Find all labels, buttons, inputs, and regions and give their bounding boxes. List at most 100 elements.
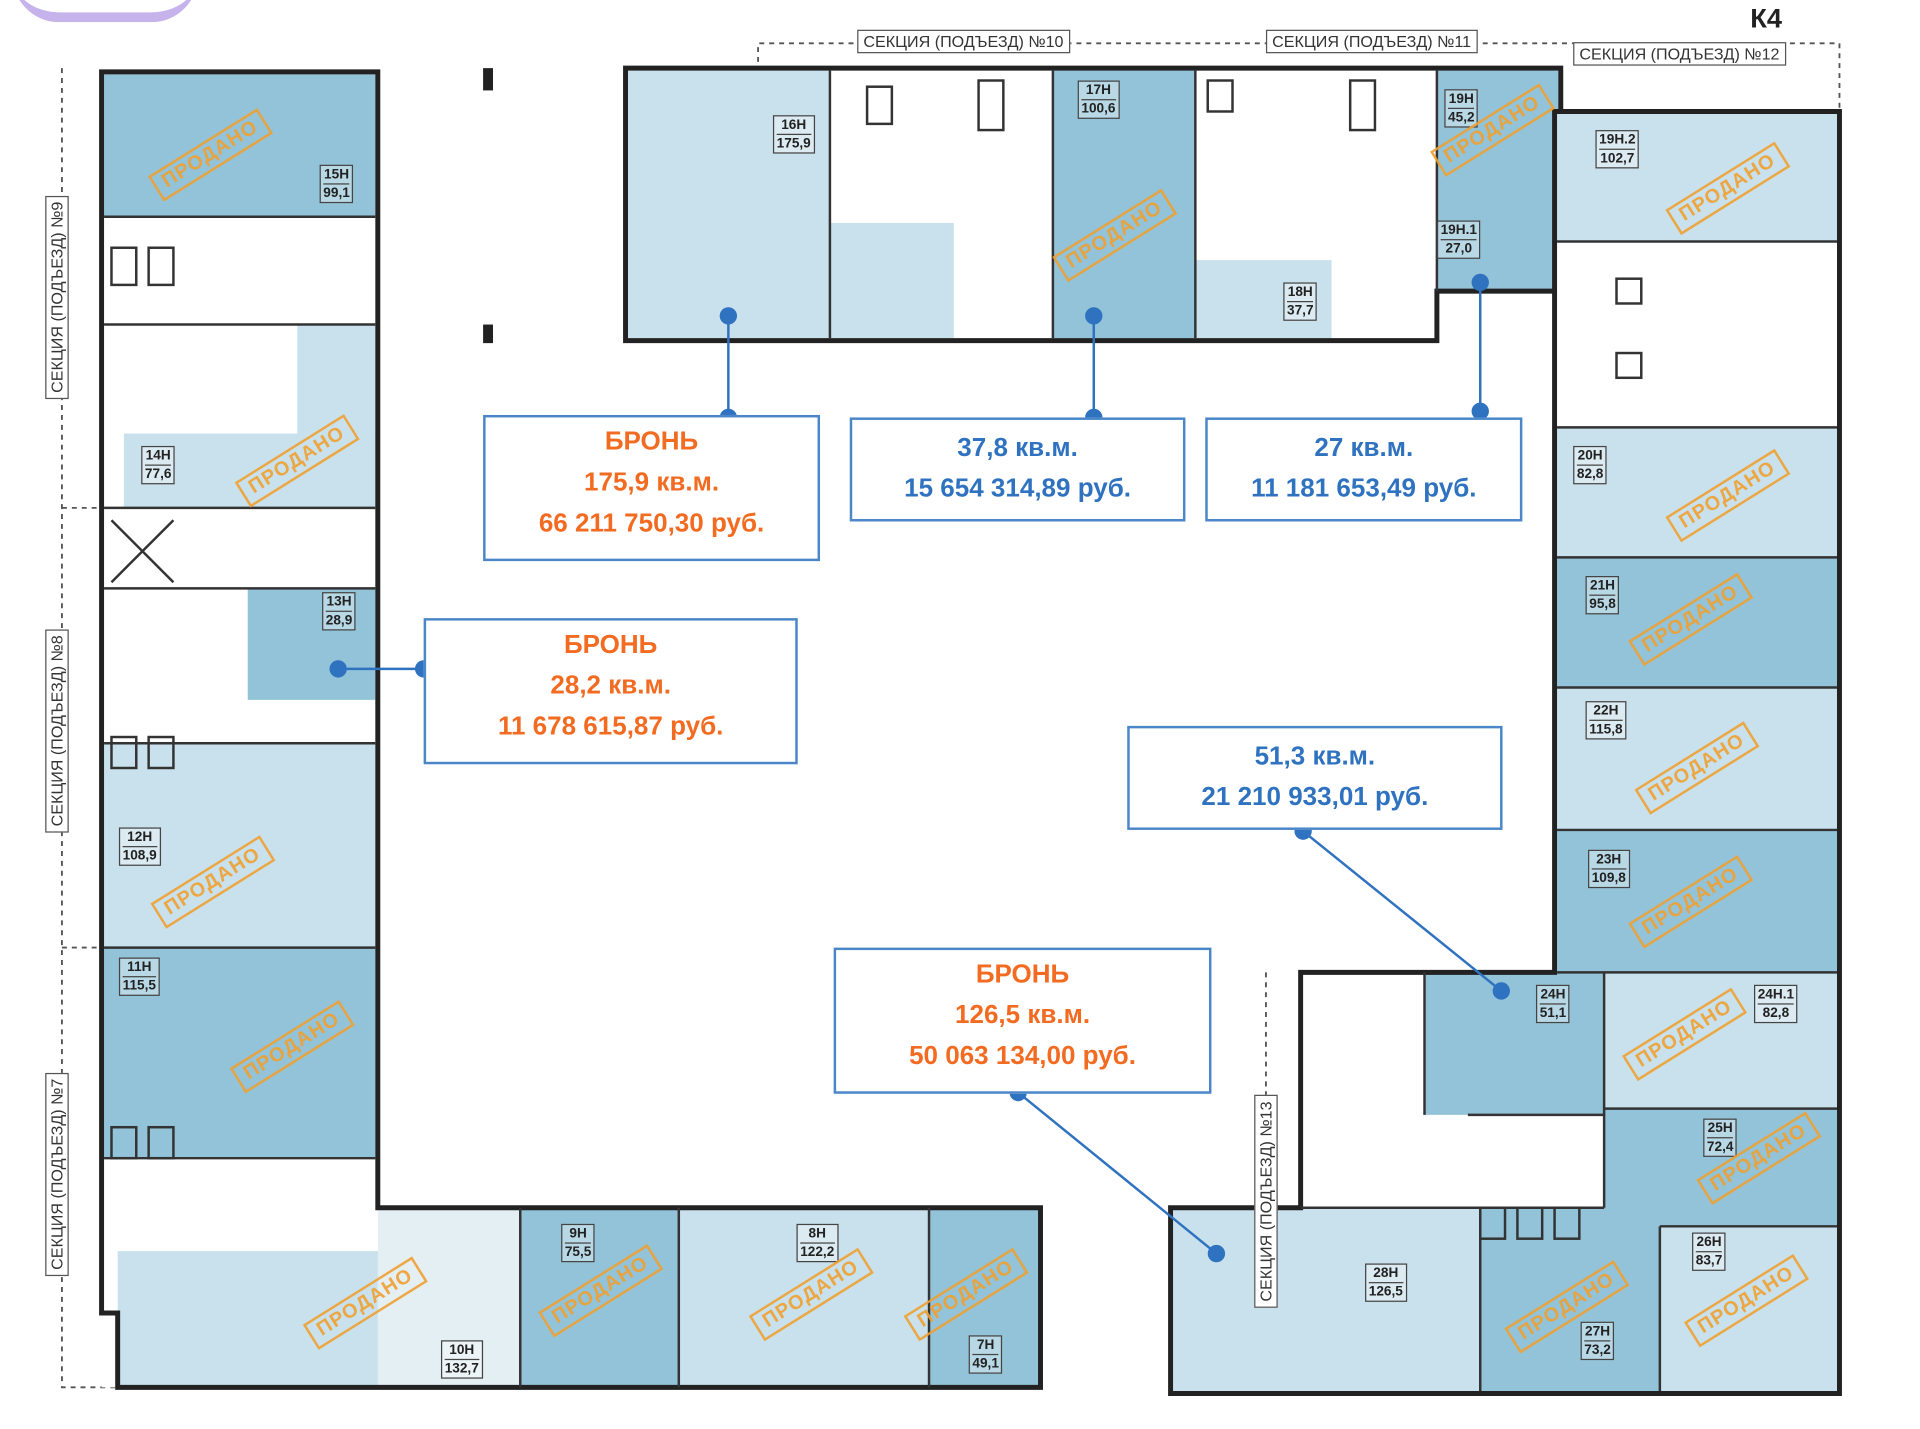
callout-price: 50 063 134,00 руб. (909, 1041, 1136, 1071)
connector-line (1302, 830, 1503, 992)
unit-number: 7Н (976, 1337, 995, 1353)
callout-area: 27 кв.м. (1314, 433, 1414, 463)
unit-number: 20Н (1577, 448, 1603, 464)
callout-reserved-13n[interactable]: БРОНЬ 28,2 кв.м. 11 678 615,87 руб. (423, 618, 798, 765)
unit-number: 11Н (127, 959, 152, 975)
unit-area: 102,7 (1599, 148, 1636, 168)
callout-area: 37,8 кв.м. (957, 433, 1078, 463)
section-label-9: СЕКЦИЯ (ПОДЪЕЗД) №9 (45, 195, 69, 400)
callout-price: 21 210 933,01 руб. (1201, 782, 1429, 812)
unit-number: 26Н (1696, 1234, 1722, 1250)
callout-price: 15 654 314,89 руб. (904, 474, 1132, 503)
unit-area: 49,1 (972, 1353, 999, 1373)
unit-number: 24Н.1 (1757, 987, 1795, 1003)
unit-area: 175,9 (776, 133, 811, 153)
callout-area: 51,3 кв.м. (1254, 741, 1376, 771)
section-label-10: СЕКЦИЯ (ПОДЪЕЗД) №10 (857, 29, 1070, 54)
unit-number: 8Н (808, 1226, 826, 1242)
unit-number: 19Н (1448, 91, 1474, 107)
unit-number: 16Н (781, 117, 807, 133)
unit-number: 13Н (326, 594, 352, 610)
unit-number: 28Н (1373, 1265, 1399, 1281)
connector-dot (1471, 402, 1489, 420)
unit-area: 99,1 (323, 183, 350, 202)
connector-dot (719, 307, 738, 325)
section-label-8: СЕКЦИЯ (ПОДЪЕЗД) №8 (45, 629, 69, 833)
unit-number: 19Н.1 (1440, 222, 1477, 238)
section-label-12: СЕКЦИЯ (ПОДЪЕЗД) №12 (1573, 42, 1786, 66)
connector-line (1017, 1091, 1218, 1255)
callout-status: БРОНЬ (563, 630, 658, 659)
unit-area: 82,8 (1576, 464, 1604, 484)
unit-number: 19Н.2 (1599, 132, 1636, 148)
unit-area: 95,8 (1589, 594, 1616, 614)
unit-area: 122,2 (800, 1242, 835, 1261)
unit-area: 100,6 (1081, 99, 1116, 118)
callout-price: 11 678 615,87 руб. (497, 712, 724, 741)
logo-fragment (12, 0, 199, 23)
section-label-7: СЕКЦИЯ (ПОДЪЕЗД) №7 (45, 1072, 69, 1277)
unit-number: 23Н (1596, 852, 1622, 868)
callout-status: БРОНЬ (975, 959, 1070, 989)
connector-dot (329, 660, 347, 678)
unit-area: 75,5 (564, 1242, 592, 1261)
section-label-13: СЕКЦИЯ (ПОДЪЕЗД) №13 (1254, 1095, 1278, 1308)
unit-area: 109,8 (1591, 868, 1626, 887)
callout-reserved-16n[interactable]: БРОНЬ 175,9 кв.м. 66 211 750,30 руб. (483, 414, 821, 562)
callout-price: 11 181 653,49 руб. (1251, 474, 1477, 503)
callout-available-24n[interactable]: 51,3 кв.м. 21 210 933,01 руб. (1127, 725, 1503, 830)
callout-available-17n[interactable]: 37,8 кв.м. 15 654 314,89 руб. (849, 417, 1186, 522)
connector-dot (1085, 307, 1103, 325)
unit-number: 15Н (324, 167, 350, 183)
unit-number: 9Н (569, 1226, 587, 1242)
unit-number: 14Н (145, 448, 171, 464)
callout-area: 28,2 кв.м. (550, 671, 671, 700)
unit-number: 21Н (1590, 578, 1616, 594)
callout-area: 126,5 кв.м. (955, 1000, 1091, 1030)
connector-dot (1471, 273, 1489, 292)
unit-area: 73,2 (1584, 1340, 1611, 1359)
unit-area: 77,6 (144, 464, 172, 484)
unit-area: 126,5 (1368, 1282, 1403, 1301)
top-wing (623, 65, 1564, 344)
callout-reserved-28n[interactable]: БРОНЬ 126,5 кв.м. 50 063 134,00 руб. (833, 947, 1212, 1094)
unit-area: 115,5 (122, 976, 156, 995)
unit-area: 108,9 (122, 846, 157, 865)
unit-area: 27,0 (1440, 239, 1477, 258)
unit-number: 12Н (127, 829, 153, 845)
unit-number: 18Н (1287, 284, 1313, 300)
unit-area: 51,1 (1539, 1003, 1567, 1022)
connector-dot (1492, 982, 1510, 1000)
unit-number: 25Н (1707, 1121, 1733, 1136)
unit-area: 82,8 (1757, 1003, 1795, 1022)
callout-status: БРОНЬ (604, 427, 699, 456)
callout-available-19n1[interactable]: 27 кв.м. 11 181 653,49 руб. (1205, 417, 1523, 522)
unit-area: 115,8 (1589, 719, 1623, 739)
